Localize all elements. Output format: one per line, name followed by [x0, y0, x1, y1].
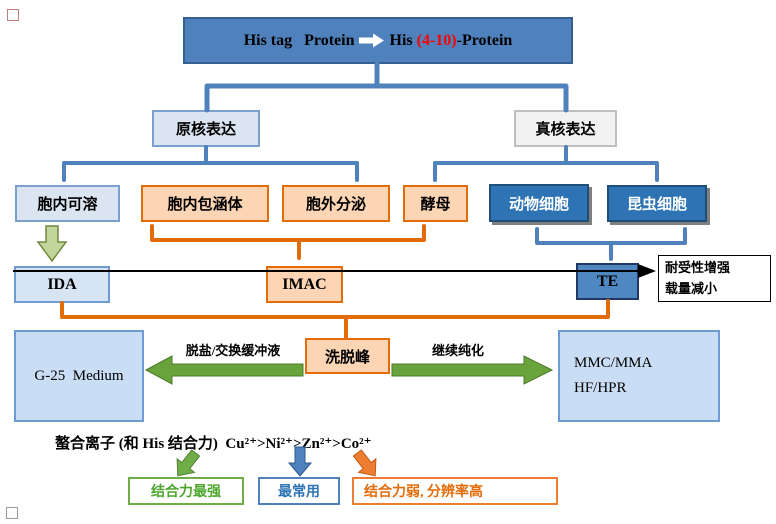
- chelating-ion-affinity-statement: 螯合离子 (和 His 结合力) Cu²⁺>Ni²⁺>Zn²⁺>Co²⁺: [55, 436, 372, 452]
- insect-cells-label: 昆虫细胞: [626, 197, 687, 213]
- intracellular-soluble-box: 胞内可溶: [15, 185, 120, 222]
- insect-cells-box: 昆虫细胞: [607, 185, 707, 222]
- top-tree-connector: [204, 61, 569, 113]
- eukaryotic-expression-box: 真核表达: [514, 110, 617, 147]
- tolerance-note-line1: 耐受性增强: [665, 260, 731, 276]
- extracellular-secretion-box: 胞外分泌: [282, 185, 390, 222]
- ida-label: IDA: [47, 275, 77, 293]
- elution-peak-box: 洗脱峰: [305, 338, 390, 374]
- weak-binding-label: 结合力弱, 分辨率高: [364, 485, 483, 500]
- imac-box: IMAC: [266, 266, 343, 303]
- yeast-label: 酵母: [420, 197, 451, 213]
- artifact-square-top-left: [7, 9, 19, 21]
- strongest-binding-label: 结合力最强: [151, 485, 221, 500]
- intracellular-soluble-label: 胞内可溶: [37, 197, 98, 213]
- prokaryotic-bracket: [62, 145, 359, 182]
- tolerance-note-box: 耐受性增强 载量减小: [658, 255, 771, 302]
- eukaryotic-label: 真核表达: [535, 122, 596, 138]
- desalt-arrow-icon: [144, 355, 304, 385]
- inclusion-body-label: 胞内包涵体: [167, 197, 243, 213]
- tolerance-note-line2: 载量减小: [665, 280, 718, 296]
- most-common-label: 最常用: [278, 485, 320, 500]
- inclusion-body-box: 胞内包涵体: [141, 185, 269, 222]
- title-text-right: -Protein: [456, 31, 513, 49]
- extracellular-secretion-label: 胞外分泌: [305, 197, 366, 213]
- title-right-arrow-icon: [358, 33, 384, 48]
- soluble-to-ida-arrow-icon: [36, 225, 68, 263]
- eukaryotic-bracket: [433, 145, 659, 182]
- prokaryotic-label: 原核表达: [175, 122, 236, 138]
- prokaryotic-expression-box: 原核表达: [152, 110, 260, 147]
- title-text-mid: His: [385, 31, 417, 49]
- continue-purify-label: 继续纯化: [431, 343, 484, 358]
- most-common-box: 最常用: [258, 477, 340, 505]
- te-label: TE: [596, 272, 619, 290]
- inclusion-underbrace: [150, 224, 426, 260]
- artifact-square-bottom-left: [6, 507, 18, 519]
- animal-cells-box: 动物细胞: [489, 184, 589, 222]
- mmc-line1: MMC/MMA: [574, 354, 653, 371]
- g25-medium-label: G-25 Medium: [34, 367, 124, 384]
- strongest-binding-box: 结合力最强: [128, 477, 244, 505]
- ida-box: IDA: [14, 266, 110, 303]
- title-box: His tag Protein His (4-10) -Protein: [183, 17, 573, 64]
- desalt-label: 脱盐/交换缓冲液: [185, 343, 281, 358]
- purify-arrow-icon: [391, 355, 554, 385]
- elution-peak-label: 洗脱峰: [324, 349, 370, 366]
- title-text-red: (4-10): [416, 31, 457, 49]
- yeast-box: 酵母: [403, 185, 468, 222]
- imac-label: IMAC: [282, 275, 327, 293]
- animal-cells-label: 动物细胞: [508, 196, 569, 213]
- te-box: TE: [576, 263, 639, 300]
- g25-medium-box: G-25 Medium: [14, 330, 144, 422]
- mmc-mma-box: MMC/MMA HF/HPR: [558, 330, 720, 422]
- title-text-left: His tag Protein: [243, 31, 359, 49]
- weak-binding-box: 结合力弱, 分辨率高: [352, 477, 558, 505]
- mmc-line2: HF/HPR: [574, 380, 627, 396]
